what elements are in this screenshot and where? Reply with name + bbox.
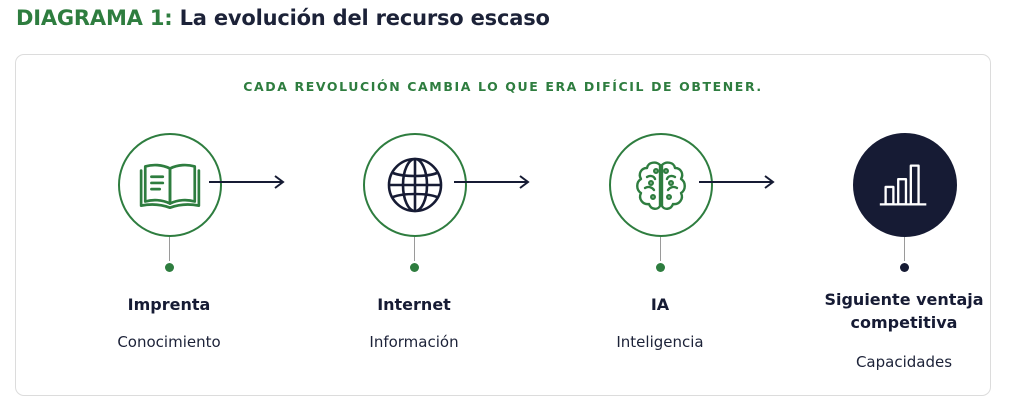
diagram-heading: La evolución del recurso escaso — [179, 6, 550, 30]
step-circle — [853, 133, 957, 237]
diagram-subtitle: CADA REVOLUCIÓN CAMBIA LO QUE ERA DIFÍCI… — [243, 79, 763, 94]
arrow-right-icon — [209, 175, 285, 189]
arrow-right-icon — [454, 175, 530, 189]
connector-dot — [656, 263, 665, 272]
connector-stem — [414, 237, 415, 261]
step-circle — [363, 133, 467, 237]
connector-dot — [165, 263, 174, 272]
step-imprenta: Imprenta Conocimiento — [61, 133, 281, 383]
step-siguiente-ventaja: Siguiente ventaja competitiva Capacidade… — [796, 133, 1016, 383]
brain-icon — [636, 161, 686, 210]
step-sublabel: Capacidades — [855, 353, 953, 371]
bar-chart-icon — [879, 164, 927, 206]
connector-stem — [169, 237, 170, 261]
step-ia: IA Inteligencia — [552, 133, 772, 383]
step-circle — [118, 133, 222, 237]
connector-dot — [900, 263, 909, 272]
step-sublabel: Información — [369, 333, 459, 351]
connector-stem — [904, 237, 905, 261]
step-internet: Internet Información — [306, 133, 526, 383]
diagram-card: CADA REVOLUCIÓN CAMBIA LO QUE ERA DIFÍCI… — [15, 54, 991, 396]
connector-dot — [410, 263, 419, 272]
step-label: Internet — [377, 295, 451, 314]
globe-icon — [387, 157, 443, 213]
arrow-right-icon — [699, 175, 775, 189]
step-sublabel: Conocimiento — [117, 333, 221, 351]
open-book-icon — [139, 163, 201, 210]
connector-stem — [660, 237, 661, 261]
diagram-title: DIAGRAMA 1: La evolución del recurso esc… — [16, 6, 550, 30]
step-sublabel: Inteligencia — [616, 333, 704, 351]
step-label: Siguiente ventaja competitiva — [824, 290, 984, 332]
step-label: IA — [650, 295, 670, 314]
step-label: Imprenta — [127, 295, 211, 314]
diagram-number: DIAGRAMA 1: — [16, 6, 173, 30]
step-circle — [609, 133, 713, 237]
